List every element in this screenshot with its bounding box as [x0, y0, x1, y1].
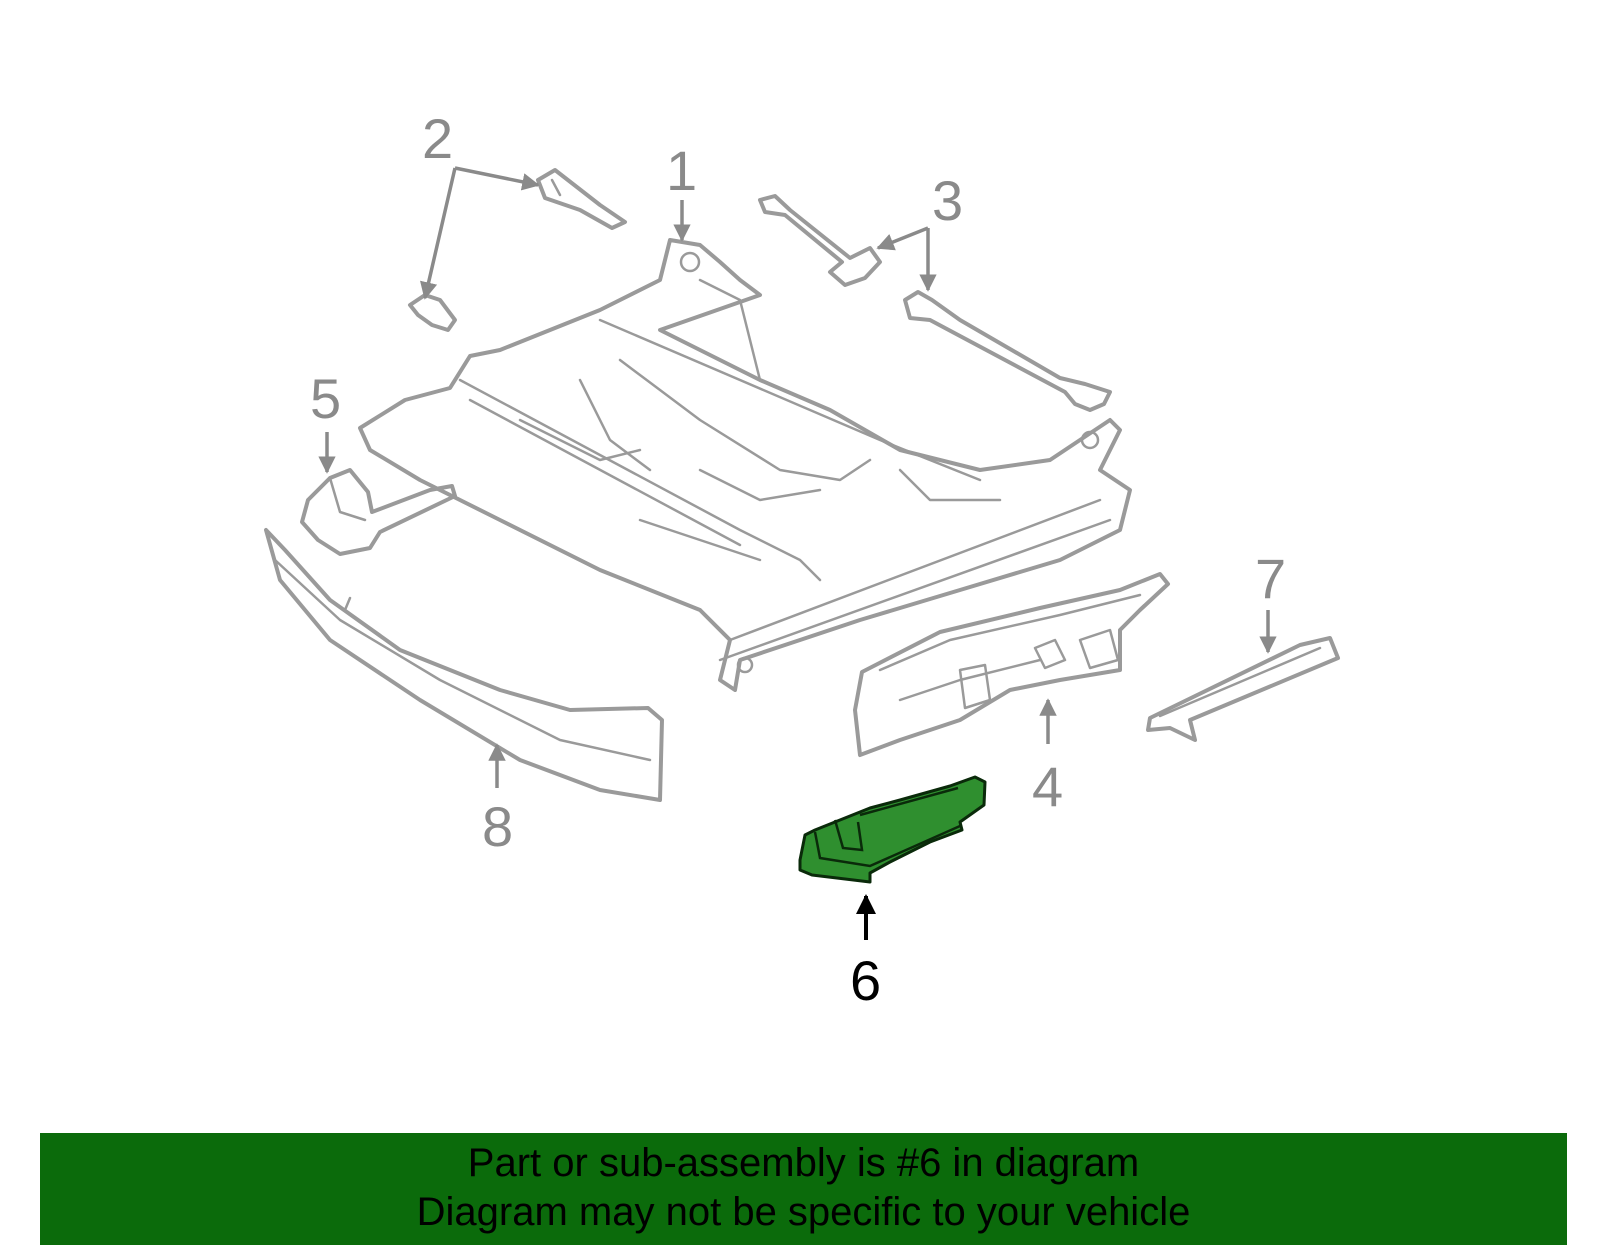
part-5-bracket [300, 468, 457, 556]
part-1-seat-frame [358, 238, 1132, 692]
banner-line-2: Diagram may not be specific to your vehi… [416, 1190, 1191, 1234]
part-3-cables [758, 194, 1112, 412]
callout-2: 2 [422, 107, 453, 170]
part-2-pins [408, 168, 627, 332]
callout-7: 7 [1255, 547, 1286, 610]
callout-6: 6 [850, 949, 881, 1012]
parts-diagram: 2 1 3 5 7 4 8 6 [264, 107, 1340, 1012]
callout-8: 8 [482, 795, 513, 858]
part-7-rail-cover [1146, 636, 1340, 742]
callout-3: 3 [932, 169, 963, 232]
banner-line-1: Part or sub-assembly is #6 in diagram [467, 1141, 1140, 1185]
callout-1: 1 [666, 139, 697, 202]
part-8-trim-panel [264, 528, 664, 802]
info-banner: Part or sub-assembly is #6 in diagram Di… [40, 1133, 1567, 1245]
part-6-highlighted[interactable] [798, 775, 987, 884]
part-4-track [853, 572, 1170, 757]
callout-5: 5 [310, 367, 341, 430]
callout-4: 4 [1032, 755, 1063, 818]
leader-lines [318, 166, 1277, 940]
